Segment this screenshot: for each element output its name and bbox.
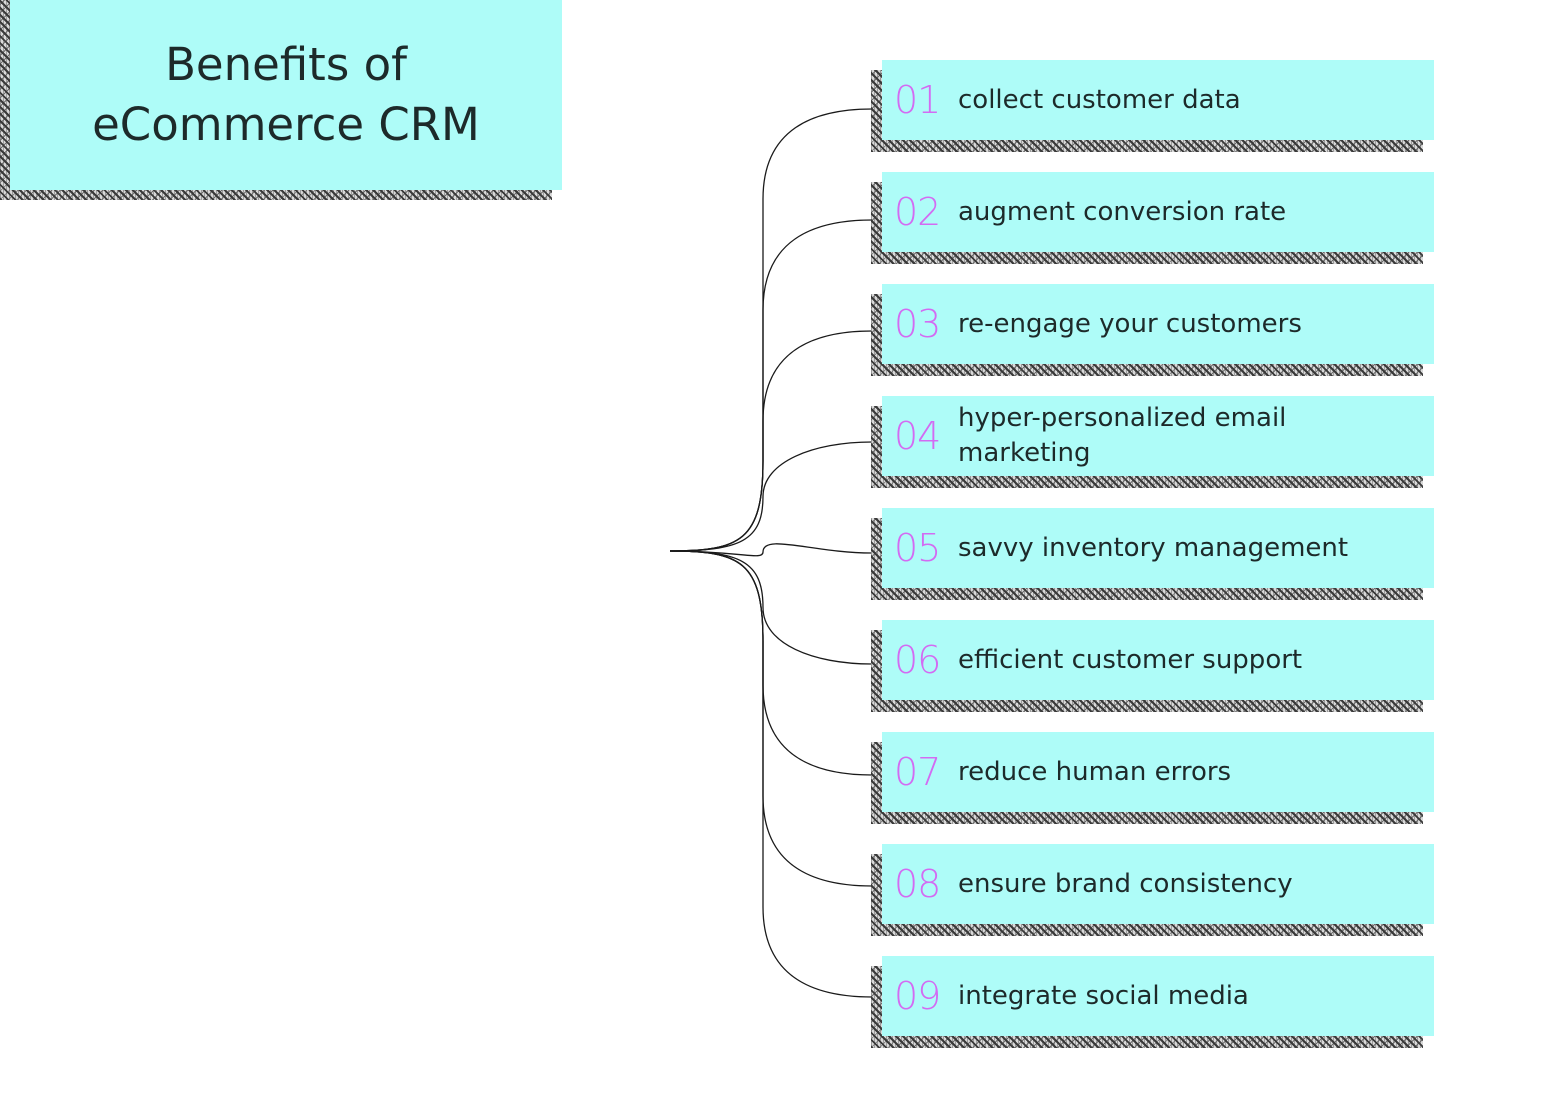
connector-line-04 (669, 441, 873, 552)
benefit-label: ensure brand consistency (958, 868, 1293, 899)
benefit-item-07: 07 reduce human errors (871, 732, 1434, 824)
benefit-box: 08 ensure brand consistency (882, 844, 1434, 924)
connector-line-02 (669, 219, 873, 552)
benefit-number: 03 (894, 302, 941, 346)
benefit-number: 08 (894, 862, 941, 906)
benefit-number: 09 (894, 974, 941, 1018)
connector-line-07 (669, 550, 873, 776)
central-node: Benefits of eCommerce CRM (0, 0, 562, 200)
benefit-item-01: 01 collect customer data (871, 60, 1434, 152)
benefit-number: 07 (894, 750, 941, 794)
benefit-number: 02 (894, 190, 941, 234)
central-node-box: Benefits of eCommerce CRM (10, 0, 562, 190)
benefit-box: 07 reduce human errors (882, 732, 1434, 812)
benefit-item-05: 05 savvy inventory management (871, 508, 1434, 600)
benefit-item-03: 03 re-engage your customers (871, 284, 1434, 376)
benefit-item-02: 02 augment conversion rate (871, 172, 1434, 264)
connector-line-06 (669, 550, 873, 665)
benefit-box: 03 re-engage your customers (882, 284, 1434, 364)
benefit-label: savvy inventory management (958, 532, 1349, 563)
benefit-item-09: 09 integrate social media (871, 956, 1434, 1048)
benefit-box: 02 augment conversion rate (882, 172, 1434, 252)
benefit-box: 04 hyper-personalized email marketing (882, 396, 1434, 476)
benefit-label: collect customer data (958, 84, 1241, 115)
benefit-label: reduce human errors (958, 756, 1232, 787)
connector-line-03 (669, 330, 873, 552)
benefit-item-08: 08 ensure brand consistency (871, 844, 1434, 936)
connector-line-08 (669, 550, 873, 887)
benefit-number: 04 (894, 414, 941, 458)
benefit-label: augment conversion rate (958, 196, 1287, 227)
benefit-box: 09 integrate social media (882, 956, 1434, 1036)
benefit-box: 06 efficient customer support (882, 620, 1434, 700)
benefit-item-06: 06 efficient customer support (871, 620, 1434, 712)
benefit-box: 01 collect customer data (882, 60, 1434, 140)
benefit-label: hyper-personalized email marketing (958, 403, 1287, 468)
benefit-label: integrate social media (958, 980, 1249, 1011)
benefit-label: efficient customer support (958, 644, 1303, 675)
connector-line-09 (669, 550, 873, 998)
connector-line-05 (669, 543, 873, 557)
benefit-number: 05 (894, 526, 941, 570)
benefit-item-04: 04 hyper-personalized email marketing (871, 396, 1434, 488)
benefit-number: 01 (894, 78, 941, 122)
benefit-number: 06 (894, 638, 941, 682)
benefit-box: 05 savvy inventory management (882, 508, 1434, 588)
connector-line-01 (669, 108, 873, 552)
benefit-label: re-engage your customers (958, 308, 1302, 339)
diagram-title: Benefits of eCommerce CRM (92, 38, 480, 151)
